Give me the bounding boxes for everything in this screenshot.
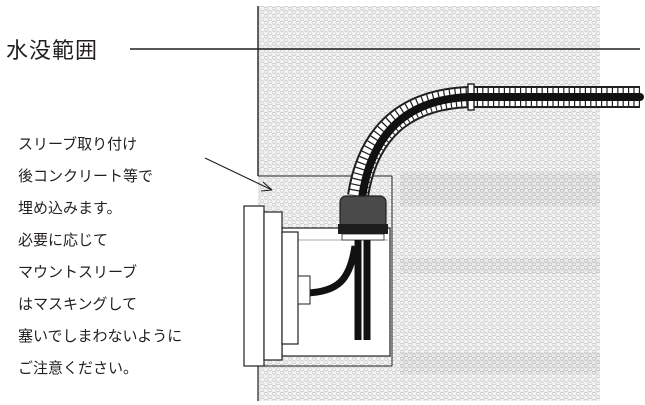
note-line: 後コンクリート等で [18,167,154,185]
internal-wires [305,240,371,340]
note-line: 埋め込みます。 [18,199,122,217]
leader-arrow [204,157,273,192]
cable-gland [338,195,388,241]
note-line: はマスキングして [18,295,138,313]
note-line: マウントスリーブ [18,263,138,281]
note-line: スリーブ取り付け [18,135,138,153]
note-line: 必要に応じて [18,231,109,249]
cable [358,93,644,202]
outlet-plate [243,205,311,367]
water-level-label: 水没範囲 [6,39,99,64]
note-line: 塞いでしまわないように [18,327,183,345]
installation-note: スリーブ取り付け 後コンクリート等で 埋め込みます。 必要に応じて マウントスリ… [18,128,243,384]
note-line: ご注意ください。 [18,359,139,377]
